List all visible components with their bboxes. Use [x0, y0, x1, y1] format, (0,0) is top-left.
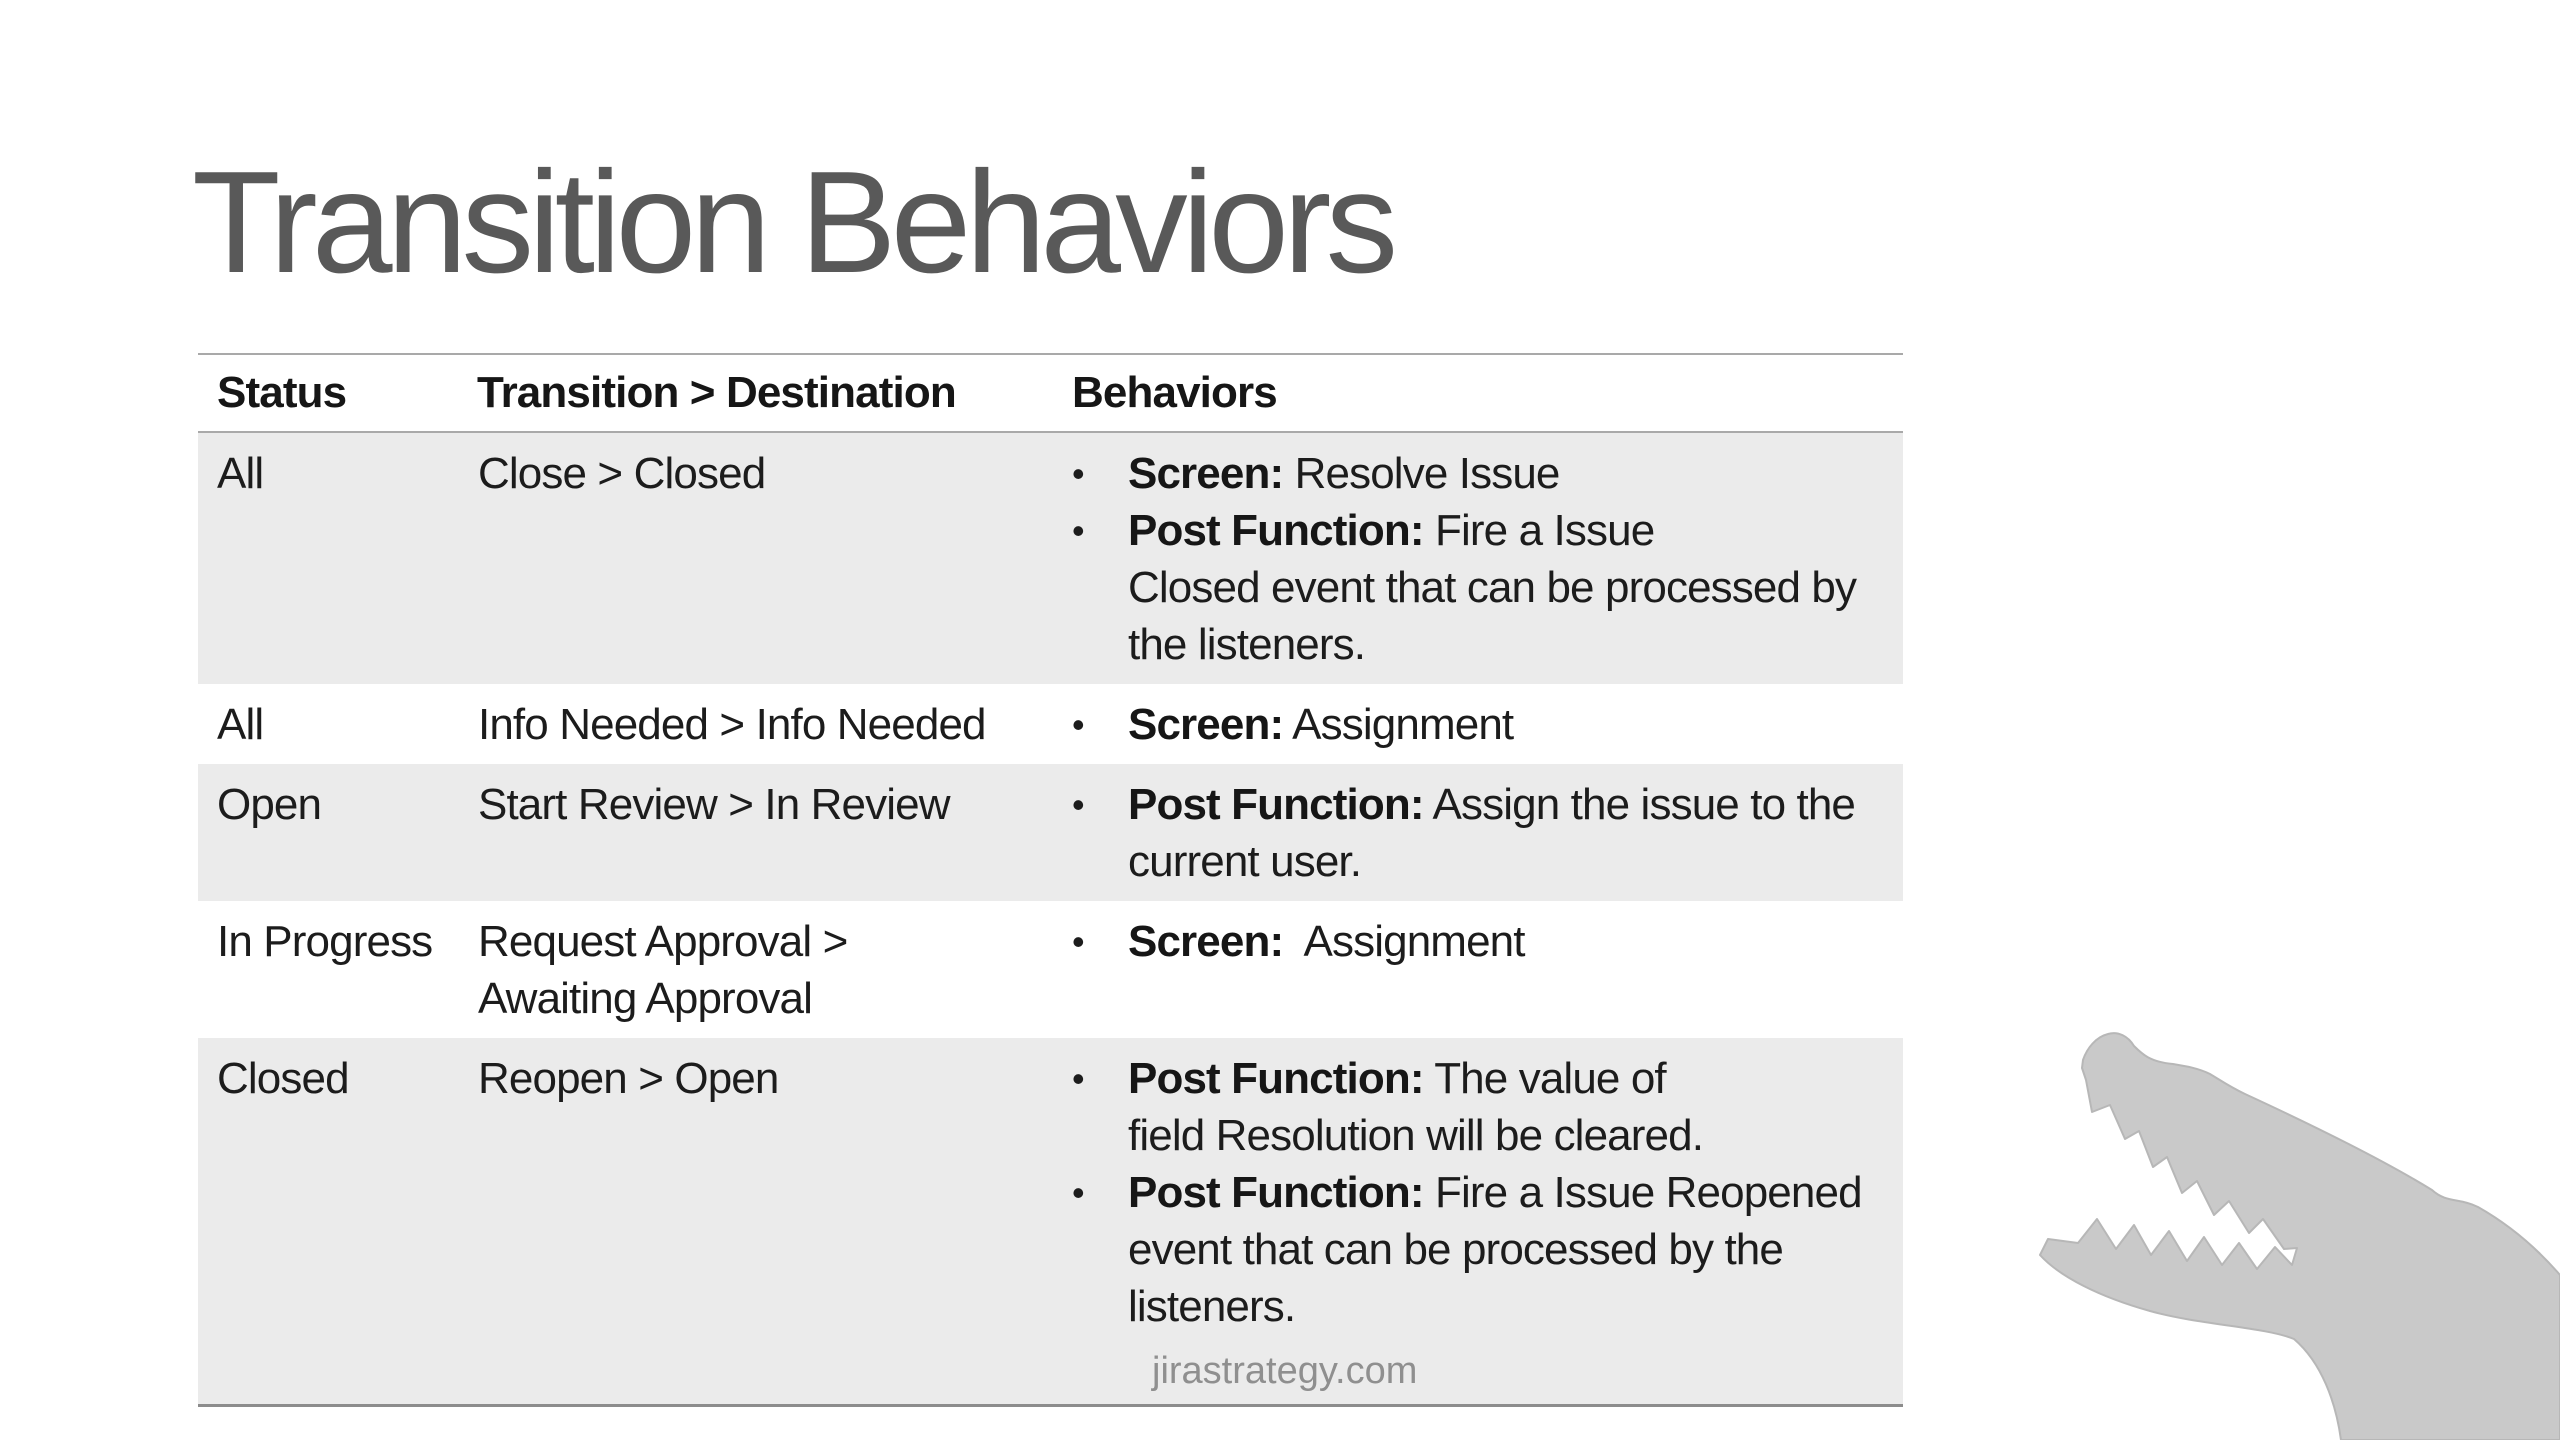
- behavior-label: Post Function:: [1128, 1054, 1425, 1103]
- table-header-row: Status Transition > Destination Behavior…: [198, 353, 1903, 433]
- transition-cell: Close > Closed: [478, 449, 766, 498]
- bullet-icon: •: [1072, 784, 1085, 825]
- transition-cell: Reopen > Open: [458, 1038, 1050, 1407]
- behavior-text: Screen: Assignment: [1128, 696, 1893, 753]
- transition-cell: Start Review > In Review: [478, 780, 951, 829]
- watermark: jirastrategy.com: [1152, 1350, 1418, 1392]
- table-row: Open Start Review > In Review • Post Functi…: [198, 764, 1903, 901]
- behaviors-cell: • Screen: Assignment: [1050, 901, 1903, 1038]
- behavior-description: Assignment: [1283, 700, 1514, 749]
- behavior-item: • Screen: Assignment: [1072, 696, 1893, 753]
- bullet-icon: •: [1072, 1172, 1085, 1213]
- status-cell: Closed: [198, 1038, 458, 1407]
- status-cell: All: [217, 449, 264, 498]
- column-header-status: Status: [198, 353, 458, 433]
- table-row: All Info Needed > Info Needed • Screen: Ass…: [198, 684, 1903, 764]
- behavior-description: Resolve Issue: [1283, 449, 1561, 498]
- bullet-icon: •: [1072, 453, 1085, 494]
- bullet-icon: •: [1072, 704, 1085, 745]
- behavior-item: • Screen: Assignment: [1072, 913, 1893, 970]
- slide-title: Transition Behaviors: [192, 141, 1398, 303]
- transition-behaviors-table: Status Transition > Destination Behavior…: [198, 353, 1903, 1407]
- bullet-icon: •: [1072, 1058, 1085, 1099]
- behavior-label: Screen:: [1128, 700, 1284, 749]
- behaviors-cell: • Screen: Assignment: [1050, 684, 1903, 764]
- table-row: In Progress Request Approval >Awaiting Ap…: [198, 901, 1903, 1038]
- bullet-icon: •: [1072, 921, 1085, 962]
- behavior-label: Screen:: [1128, 449, 1284, 498]
- crocodile-icon: [2039, 1032, 2560, 1440]
- status-cell: Open: [217, 780, 322, 829]
- behavior-label: Post Function:: [1128, 780, 1425, 829]
- table-header: Status Transition > Destination Behavior…: [198, 353, 1903, 433]
- behavior-label: Post Function:: [1128, 1168, 1425, 1217]
- behavior-text: Screen: Assignment: [1128, 913, 1893, 970]
- transition-cell: Info Needed > Info Needed: [478, 700, 987, 749]
- behaviors-cell: • Screen: Resolve Issue • Post Function: Fi…: [1050, 432, 1903, 684]
- behavior-label: Post Function:: [1128, 506, 1425, 555]
- status-cell: All: [217, 700, 264, 749]
- behavior-label: Screen:: [1128, 917, 1284, 966]
- column-header-transition: Transition > Destination: [458, 353, 1050, 433]
- bullet-icon: •: [1072, 510, 1085, 551]
- status-cell: In Progress: [217, 917, 433, 966]
- column-header-behaviors: Behaviors: [1050, 353, 1903, 433]
- behavior-text: Screen: Resolve Issue: [1128, 445, 1893, 502]
- transition-cell: Request Approval >Awaiting Approval: [478, 917, 848, 1023]
- behavior-item: • Screen: Resolve Issue: [1072, 445, 1893, 502]
- behavior-description: Assignment: [1283, 917, 1526, 966]
